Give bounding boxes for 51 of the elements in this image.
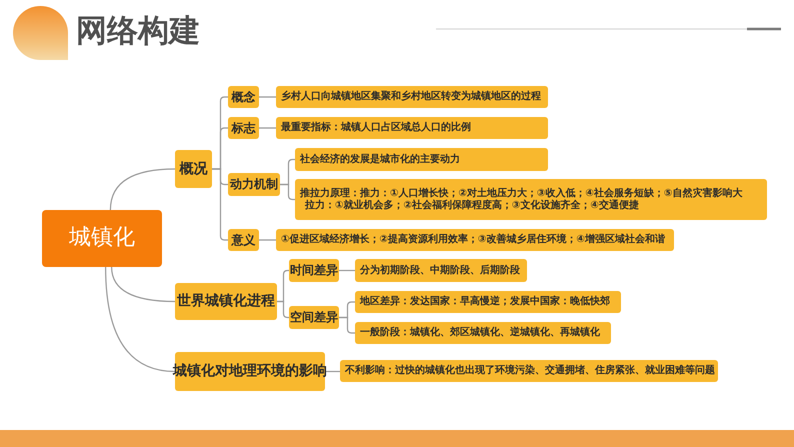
note-text: 社会经济的发展是城市化的主要动力 <box>300 154 460 166</box>
topic-text: 城镇化对地理环境的影响 <box>173 363 327 380</box>
topic-text: 概况 <box>180 160 208 178</box>
connector-line <box>259 96 276 98</box>
subtopic-box <box>228 229 259 251</box>
subtopic-box <box>228 117 259 139</box>
subtopic-text: 时间差异 <box>290 263 338 278</box>
connector-line <box>339 316 355 334</box>
note-box <box>295 179 767 220</box>
subtopic-box <box>228 173 280 196</box>
note-text: ①促进区域经济增长；②提高资源利用效率；③改善城乡居住环境；④增强区域社会和谐 <box>281 234 665 246</box>
subtopic-box <box>289 259 339 282</box>
subtopic-text: 标志 <box>232 120 256 136</box>
note-box <box>355 322 611 344</box>
note-box <box>276 86 548 108</box>
topic-box <box>175 283 277 320</box>
connector-line <box>212 168 228 241</box>
note-text: 拉力：①就业机会多；②社会福利保障程度高；③文化设施齐全；④交通便捷 <box>305 200 639 212</box>
connector-line <box>105 266 176 372</box>
note-box <box>355 259 527 282</box>
central-topic-box <box>42 210 162 267</box>
note-text: 乡村人口向城镇地区集聚和乡村地区转变为城镇地区的过程 <box>281 91 541 103</box>
note-text: 一般阶段：城镇化、郊区城镇化、逆城镇化、再城镇化 <box>360 327 600 339</box>
subtopic-text: 空间差异 <box>290 310 338 325</box>
connector-line <box>325 370 340 372</box>
connector-line <box>111 266 176 302</box>
note-box <box>276 117 548 139</box>
note-box <box>276 229 674 251</box>
connector-line <box>259 127 276 129</box>
page-title: 网络构建 <box>76 14 200 48</box>
connector-line <box>339 270 355 272</box>
connector-line <box>280 184 295 200</box>
subtopic-box <box>228 86 259 108</box>
subtopic-box <box>289 306 339 329</box>
topic-text: 世界城镇化进程 <box>177 293 275 310</box>
note-box <box>355 291 621 313</box>
note-text: 最重要指标：城镇人口占区域总人口的比例 <box>281 122 471 134</box>
note-box <box>295 148 548 171</box>
subtopic-text: 动力机制 <box>230 177 278 192</box>
note-box <box>340 360 718 382</box>
note-text: 地区差异：发达国家：早高慢逆；发展中国家：晚低快郊 <box>360 296 610 308</box>
connector-line <box>277 300 289 318</box>
connector-line <box>259 239 276 241</box>
subtopic-text: 意义 <box>232 232 256 248</box>
note-text: 推拉力原理：推力：①人口增长快；②对土地压力大；③收入低；④社会服务短缺；⑤自然灾害影响大 <box>300 188 742 198</box>
note-text: 分为初期阶段、中期阶段、后期阶段 <box>360 264 520 276</box>
subtopic-text: 概念 <box>232 90 256 104</box>
note-text: 不利影响：过快的城镇化也出现了环境污染、交通拥堵、住房紧张、就业困难等问题 <box>345 365 715 377</box>
topic-box <box>175 150 212 188</box>
central-topic-text: 城镇化 <box>69 225 135 252</box>
connector-line <box>110 168 176 210</box>
